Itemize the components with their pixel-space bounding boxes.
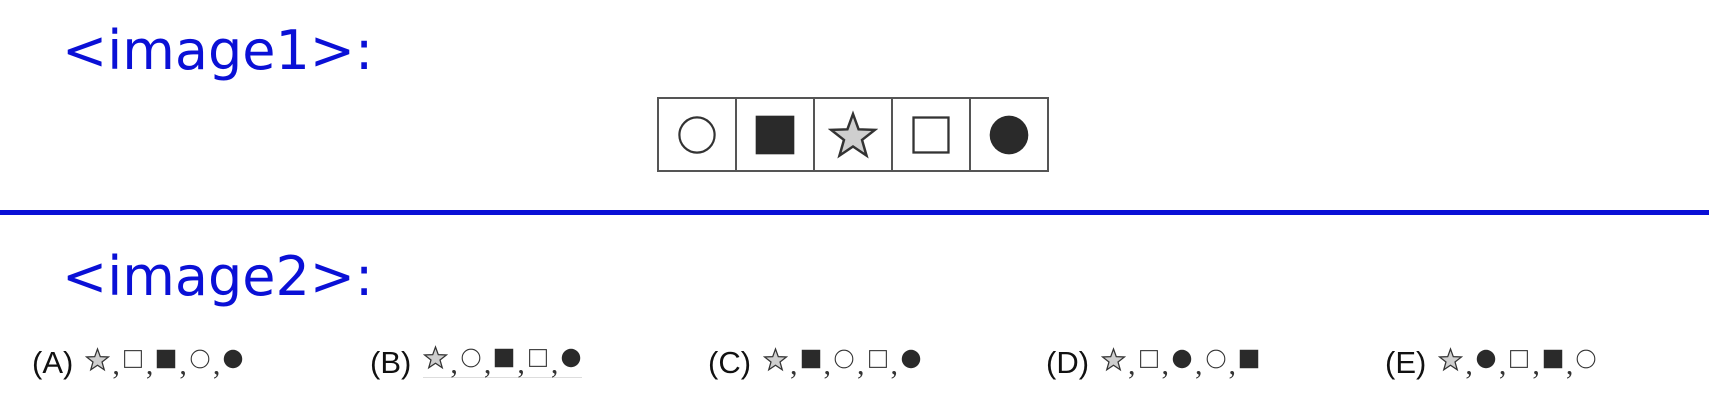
star-icon	[1438, 346, 1464, 371]
square-filled-icon	[1239, 349, 1259, 369]
star-icon	[423, 345, 449, 370]
circle-outline-icon	[834, 349, 854, 369]
option-sequence: ,,,,	[423, 341, 583, 380]
option-sequence: ,,,,	[85, 342, 244, 381]
option-symbol	[493, 347, 515, 369]
square-filled-icon	[801, 349, 820, 369]
circle-outline-icon	[1206, 349, 1225, 369]
section-divider	[0, 210, 1709, 215]
circle-outline-icon	[190, 349, 210, 369]
option-b[interactable]: (B) ,,,,	[370, 334, 583, 384]
option-sequence: ,,,,	[1101, 342, 1260, 381]
square-filled-icon	[755, 115, 795, 154]
square-outline-icon	[1139, 350, 1158, 368]
separator-comma: ,	[145, 348, 154, 381]
star-icon	[1101, 346, 1127, 371]
option-symbol	[900, 348, 922, 370]
option-symbol	[763, 346, 789, 372]
option-letter: (B)	[370, 345, 412, 380]
option-symbol	[1438, 346, 1464, 372]
star-icon	[828, 109, 878, 159]
strip-cell-2	[737, 99, 815, 170]
square-filled-icon	[495, 348, 514, 367]
option-symbol	[1238, 348, 1260, 370]
separator-comma: ,	[112, 348, 120, 381]
option-symbol	[222, 348, 244, 370]
option-symbol	[155, 348, 177, 370]
separator-comma: ,	[857, 348, 865, 381]
option-symbol	[527, 347, 549, 369]
star-icon	[85, 346, 111, 371]
option-symbol	[1508, 348, 1530, 370]
image2-label: <image2>:	[62, 245, 374, 308]
option-symbol	[1542, 348, 1564, 370]
shape-strip	[657, 97, 1049, 172]
image1-label: <image1>:	[62, 19, 374, 82]
separator-comma: ,	[1498, 348, 1507, 381]
separator-comma: ,	[483, 346, 492, 380]
square-filled-icon	[157, 349, 176, 369]
circle-outline-icon	[1576, 349, 1596, 369]
separator-comma: ,	[790, 348, 798, 381]
option-symbol	[189, 348, 211, 370]
separator-comma: ,	[550, 346, 559, 380]
circle-filled-icon	[901, 349, 921, 369]
separator-comma: ,	[1128, 348, 1136, 381]
strip-cell-5	[971, 99, 1047, 170]
square-outline-icon	[912, 115, 950, 154]
separator-comma: ,	[1195, 348, 1203, 381]
option-sequence: ,,,,	[1438, 342, 1597, 381]
separator-comma: ,	[890, 348, 899, 381]
circle-filled-icon	[1476, 349, 1496, 369]
option-symbol	[1205, 348, 1227, 370]
separator-comma: ,	[1532, 348, 1540, 381]
option-symbol	[560, 347, 582, 369]
option-sequence: ,,,,	[763, 342, 922, 381]
option-symbol	[1138, 348, 1160, 370]
option-d[interactable]: (D) ,,,,	[1046, 334, 1260, 384]
option-letter: (D)	[1046, 345, 1090, 380]
circle-filled-icon	[562, 348, 581, 367]
separator-comma: ,	[1228, 348, 1237, 381]
circle-outline-icon	[678, 115, 716, 154]
option-symbol	[122, 348, 144, 370]
square-outline-icon	[868, 350, 887, 368]
separator-comma: ,	[517, 346, 525, 380]
separator-comma: ,	[1161, 348, 1170, 381]
strip-cell-3	[815, 99, 893, 170]
option-symbol	[85, 346, 111, 372]
option-letter: (E)	[1385, 345, 1427, 380]
option-symbol	[867, 348, 889, 370]
strip-cell-4	[893, 99, 971, 170]
option-symbol	[1171, 348, 1193, 370]
square-outline-icon	[1510, 350, 1529, 368]
option-symbol	[1475, 348, 1497, 370]
separator-comma: ,	[450, 346, 458, 380]
option-e[interactable]: (E) ,,,,	[1385, 334, 1597, 384]
separator-comma: ,	[212, 348, 221, 381]
square-outline-icon	[528, 348, 547, 367]
option-symbol	[1101, 346, 1127, 372]
separator-comma: ,	[823, 348, 832, 381]
option-symbol	[800, 348, 822, 370]
option-symbol	[423, 345, 449, 370]
option-letter: (C)	[708, 345, 752, 380]
option-symbol	[1575, 348, 1597, 370]
square-outline-icon	[123, 350, 142, 368]
separator-comma: ,	[1565, 348, 1574, 381]
option-c[interactable]: (C) ,,,,	[708, 334, 922, 384]
option-symbol	[460, 347, 482, 369]
circle-filled-icon	[989, 115, 1029, 154]
square-filled-icon	[1543, 349, 1563, 369]
circle-outline-icon	[461, 348, 481, 367]
circle-filled-icon	[224, 349, 243, 369]
separator-comma: ,	[1465, 348, 1473, 381]
option-symbol	[833, 348, 855, 370]
circle-filled-icon	[1172, 349, 1192, 369]
separator-comma: ,	[179, 348, 187, 381]
option-a[interactable]: (A) ,,,,	[32, 334, 244, 384]
star-icon	[763, 346, 789, 371]
option-letter: (A)	[32, 345, 74, 380]
strip-cell-1	[659, 99, 737, 170]
